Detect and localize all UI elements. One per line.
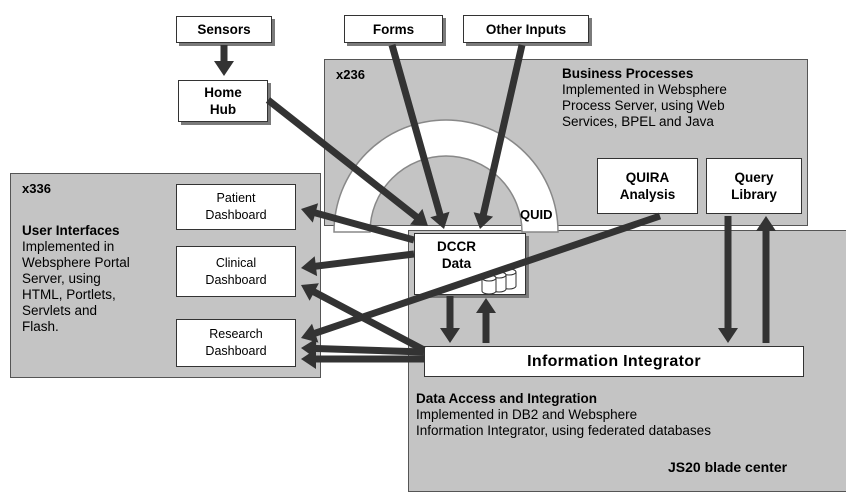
data-access-title: Data Access and Integration bbox=[416, 391, 598, 406]
quid-label: QUID bbox=[520, 207, 553, 222]
patient-dashboard-box: Patient Dashboard bbox=[176, 184, 296, 230]
arrow-homehub-to-dccr bbox=[265, 97, 428, 226]
x236-label: x236 bbox=[336, 67, 365, 82]
forms-box: Forms bbox=[344, 15, 443, 43]
information-integrator-box: Information Integrator bbox=[424, 346, 804, 377]
arrow-query-to-integrator bbox=[718, 216, 738, 343]
arrow-forms-to-dccr bbox=[388, 44, 450, 229]
x336-label: x336 bbox=[22, 181, 51, 196]
home-hub-box: Home Hub bbox=[178, 80, 268, 122]
arrow-integrator-to-dccr bbox=[476, 298, 496, 343]
user-interfaces-title: User Interfaces bbox=[22, 223, 120, 238]
arrow-quira-to-research bbox=[301, 212, 662, 343]
arrow-integrator-to-clinical bbox=[301, 283, 426, 354]
research-dashboard-box: Research Dashboard bbox=[176, 319, 296, 367]
dccr-data-label: DCCR Data bbox=[437, 239, 476, 271]
arrow-dccr-to-patient bbox=[301, 203, 415, 244]
other-inputs-box: Other Inputs bbox=[463, 15, 589, 43]
sensors-box: Sensors bbox=[176, 16, 272, 43]
quira-analysis-box: QUIRA Analysis bbox=[597, 158, 698, 214]
business-processes-description: Implemented in Websphere Process Server,… bbox=[562, 82, 727, 129]
arrow-integrator-to-query bbox=[756, 216, 776, 343]
dccr-data-box: DCCR Data bbox=[414, 233, 526, 295]
arrow-otherinputs-to-dccr bbox=[473, 44, 526, 230]
arrow-sensors-to-homehub bbox=[214, 45, 234, 76]
arrow-integrator-to-research-b bbox=[301, 349, 424, 369]
user-interfaces-description: Implemented in Websphere Portal Server, … bbox=[22, 239, 130, 334]
data-access-description: Implemented in DB2 and Websphere Informa… bbox=[416, 407, 711, 438]
clinical-dashboard-box: Clinical Dashboard bbox=[176, 246, 296, 297]
arrow-dccr-to-integrator bbox=[440, 296, 460, 343]
arrow-integrator-to-research-a bbox=[301, 338, 425, 359]
query-library-box: Query Library bbox=[706, 158, 802, 214]
business-processes-title: Business Processes bbox=[562, 66, 694, 81]
arrow-dccr-to-clinical bbox=[301, 250, 415, 277]
js20-footer: JS20 blade center bbox=[668, 459, 788, 475]
